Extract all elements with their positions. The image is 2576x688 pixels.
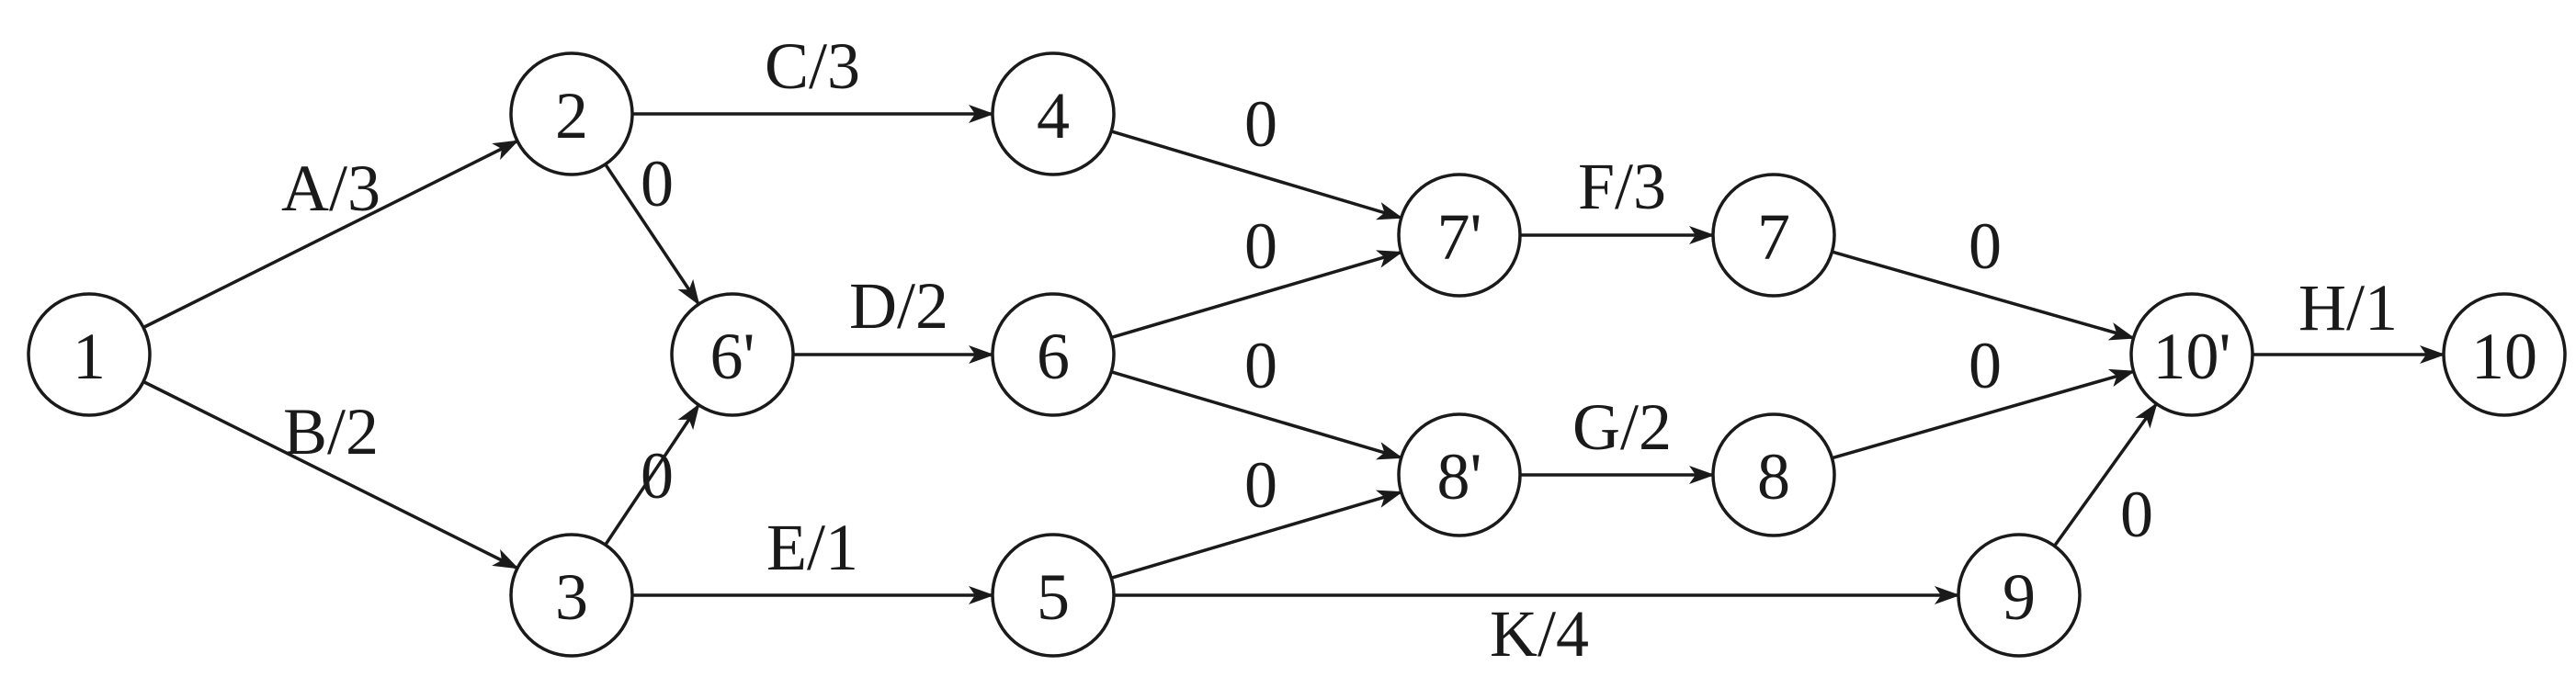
- node-circle: [27, 292, 152, 417]
- node-circle: [2442, 292, 2567, 417]
- node-10: 10: [2442, 292, 2567, 417]
- node-circle: [509, 51, 634, 176]
- edge-label: F/3: [1578, 150, 1666, 223]
- node-label: 10: [2471, 320, 2537, 393]
- edge-8p-8: G/2: [1520, 390, 1715, 484]
- node-2: 2: [509, 51, 634, 176]
- node-label: 9: [2003, 560, 2036, 634]
- node-label: 4: [1037, 79, 1070, 152]
- edge-label: 0: [1244, 448, 1277, 522]
- node-label: 10': [2153, 320, 2231, 393]
- edge-arrow: [142, 379, 519, 570]
- node-label: 7: [1757, 200, 1790, 274]
- node-circle: [1397, 412, 1522, 537]
- edge-label: 0: [641, 147, 674, 220]
- node-3: 3: [509, 533, 634, 658]
- edge-label: E/1: [766, 511, 858, 584]
- node-circle: [991, 292, 1116, 417]
- edge-7p-7: F/3: [1520, 150, 1715, 244]
- node-10p: 10': [2129, 292, 2254, 417]
- node-9: 9: [1957, 533, 2082, 658]
- node-6: 6: [991, 292, 1116, 417]
- node-5: 5: [991, 533, 1116, 658]
- node-7p: 7': [1397, 173, 1522, 298]
- node-circle: [1957, 533, 2082, 658]
- node-label: 3: [555, 560, 588, 634]
- edge-arrow: [1110, 130, 1403, 220]
- edge-3-6p: 0: [604, 403, 700, 547]
- node-circle: [991, 51, 1116, 176]
- edge-label: 0: [641, 439, 674, 513]
- edge-label: K/4: [1490, 597, 1589, 671]
- edge-label: 0: [2120, 478, 2153, 551]
- edge-8-10p: 0: [1831, 329, 2136, 460]
- edge-label: 0: [1244, 209, 1277, 283]
- edge-arrow: [1110, 250, 1403, 340]
- node-circle: [2129, 292, 2254, 417]
- edge-label: D/2: [849, 269, 948, 343]
- edge-arrow: [1831, 368, 2136, 460]
- edge-2-4: C/3: [632, 29, 994, 123]
- node-label: 7': [1437, 200, 1482, 274]
- edge-label: 0: [1244, 87, 1277, 161]
- edge-5-9: K/4: [1114, 586, 1960, 671]
- edge-label: G/2: [1572, 390, 1672, 464]
- nodes-layer: 1 2 3 4 5 6' 6 7' 7 8' 8 9 10' 10: [27, 51, 2567, 658]
- edge-arrow: [142, 139, 519, 330]
- node-circle: [991, 533, 1116, 658]
- node-label: 5: [1037, 560, 1070, 634]
- edge-5-8p: 0: [1110, 448, 1403, 580]
- node-circle: [1397, 173, 1522, 298]
- edge-label: B/2: [283, 395, 379, 468]
- edge-9-10p: 0: [2053, 401, 2158, 551]
- edge-1-2: A/3: [142, 139, 519, 330]
- edge-6-8p: 0: [1110, 329, 1403, 460]
- edge-6p-6: D/2: [793, 269, 994, 364]
- edge-7-10p: 0: [1832, 209, 2136, 341]
- node-8: 8: [1711, 412, 1836, 537]
- edge-label: A/3: [281, 152, 380, 225]
- node-label: 8': [1437, 440, 1482, 513]
- node-1: 1: [27, 292, 152, 417]
- edge-arrow: [1110, 490, 1403, 580]
- edge-label: 0: [1969, 209, 2002, 283]
- edge-arrow: [604, 163, 700, 306]
- edge-1-3: B/2: [142, 379, 519, 570]
- node-label: 2: [555, 79, 588, 152]
- node-label: 6: [1037, 320, 1070, 393]
- node-label: 8: [1757, 440, 1790, 513]
- edge-arrow: [2053, 401, 2158, 547]
- edge-10p-10: H/1: [2253, 271, 2445, 364]
- node-4: 4: [991, 51, 1116, 176]
- edge-label: 0: [1244, 329, 1277, 402]
- edge-arrow: [604, 403, 700, 547]
- edge-2-6p: 0: [604, 147, 700, 306]
- edge-arrow: [1832, 250, 2136, 341]
- edge-6-7p: 0: [1110, 209, 1403, 340]
- node-label: 6': [710, 320, 755, 393]
- edge-arrow: [1110, 370, 1403, 460]
- edge-label: C/3: [765, 29, 860, 103]
- node-8p: 8': [1397, 412, 1522, 537]
- node-7: 7: [1711, 173, 1836, 298]
- node-circle: [1711, 173, 1836, 298]
- node-6p: 6': [670, 292, 795, 417]
- node-label: 1: [73, 320, 106, 393]
- edge-label: 0: [1969, 329, 2002, 402]
- node-circle: [670, 292, 795, 417]
- edge-label: H/1: [2298, 271, 2398, 344]
- edge-3-5: E/1: [632, 511, 994, 604]
- node-circle: [509, 533, 634, 658]
- edge-4-7p: 0: [1110, 87, 1403, 220]
- node-circle: [1711, 412, 1836, 537]
